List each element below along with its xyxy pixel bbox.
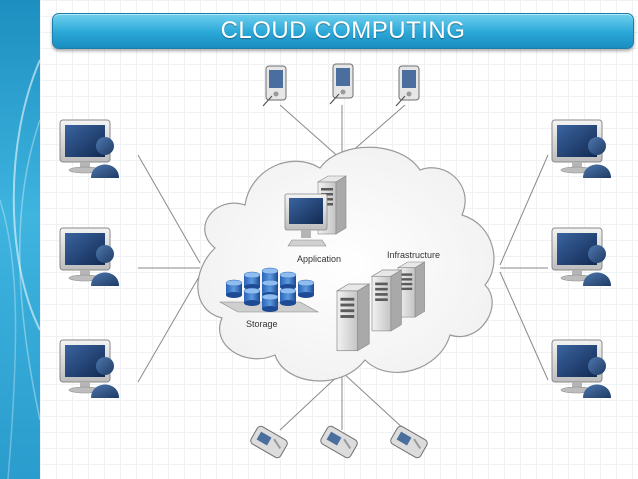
monitor-user-icon [551, 227, 612, 287]
storage-database-icon [218, 267, 320, 313]
side-decoration-band [0, 0, 40, 479]
page-title: CLOUD COMPUTING [220, 17, 466, 44]
cell-phone-icon [318, 423, 360, 461]
application-label: Application [297, 254, 341, 264]
monitor-user-icon [59, 119, 120, 179]
cloud-shape [197, 146, 495, 382]
link-left-top [137, 154, 201, 264]
pda-icon [329, 63, 354, 105]
monitor-user-icon [59, 227, 120, 287]
cell-phone-icon [248, 423, 290, 461]
monitor-user-icon [59, 339, 120, 399]
title-banner: CLOUD COMPUTING [52, 13, 634, 49]
pda-icon [262, 65, 287, 107]
link-left-bottom [137, 274, 201, 383]
cell-phone-icon [388, 423, 430, 461]
monitor-user-icon [551, 119, 612, 179]
link-top-left [279, 104, 343, 161]
storage-label: Storage [246, 319, 278, 329]
link-right-top [499, 154, 549, 266]
link-bottom-right [341, 371, 406, 431]
link-bottom-left [279, 371, 343, 431]
monitor-user-icon [551, 339, 612, 399]
infrastructure-label: Infrastructure [387, 250, 440, 260]
link-right-bottom [499, 271, 549, 381]
application-computer-icon [284, 175, 347, 247]
pda-icon [395, 65, 420, 107]
connection-lines [137, 104, 549, 431]
